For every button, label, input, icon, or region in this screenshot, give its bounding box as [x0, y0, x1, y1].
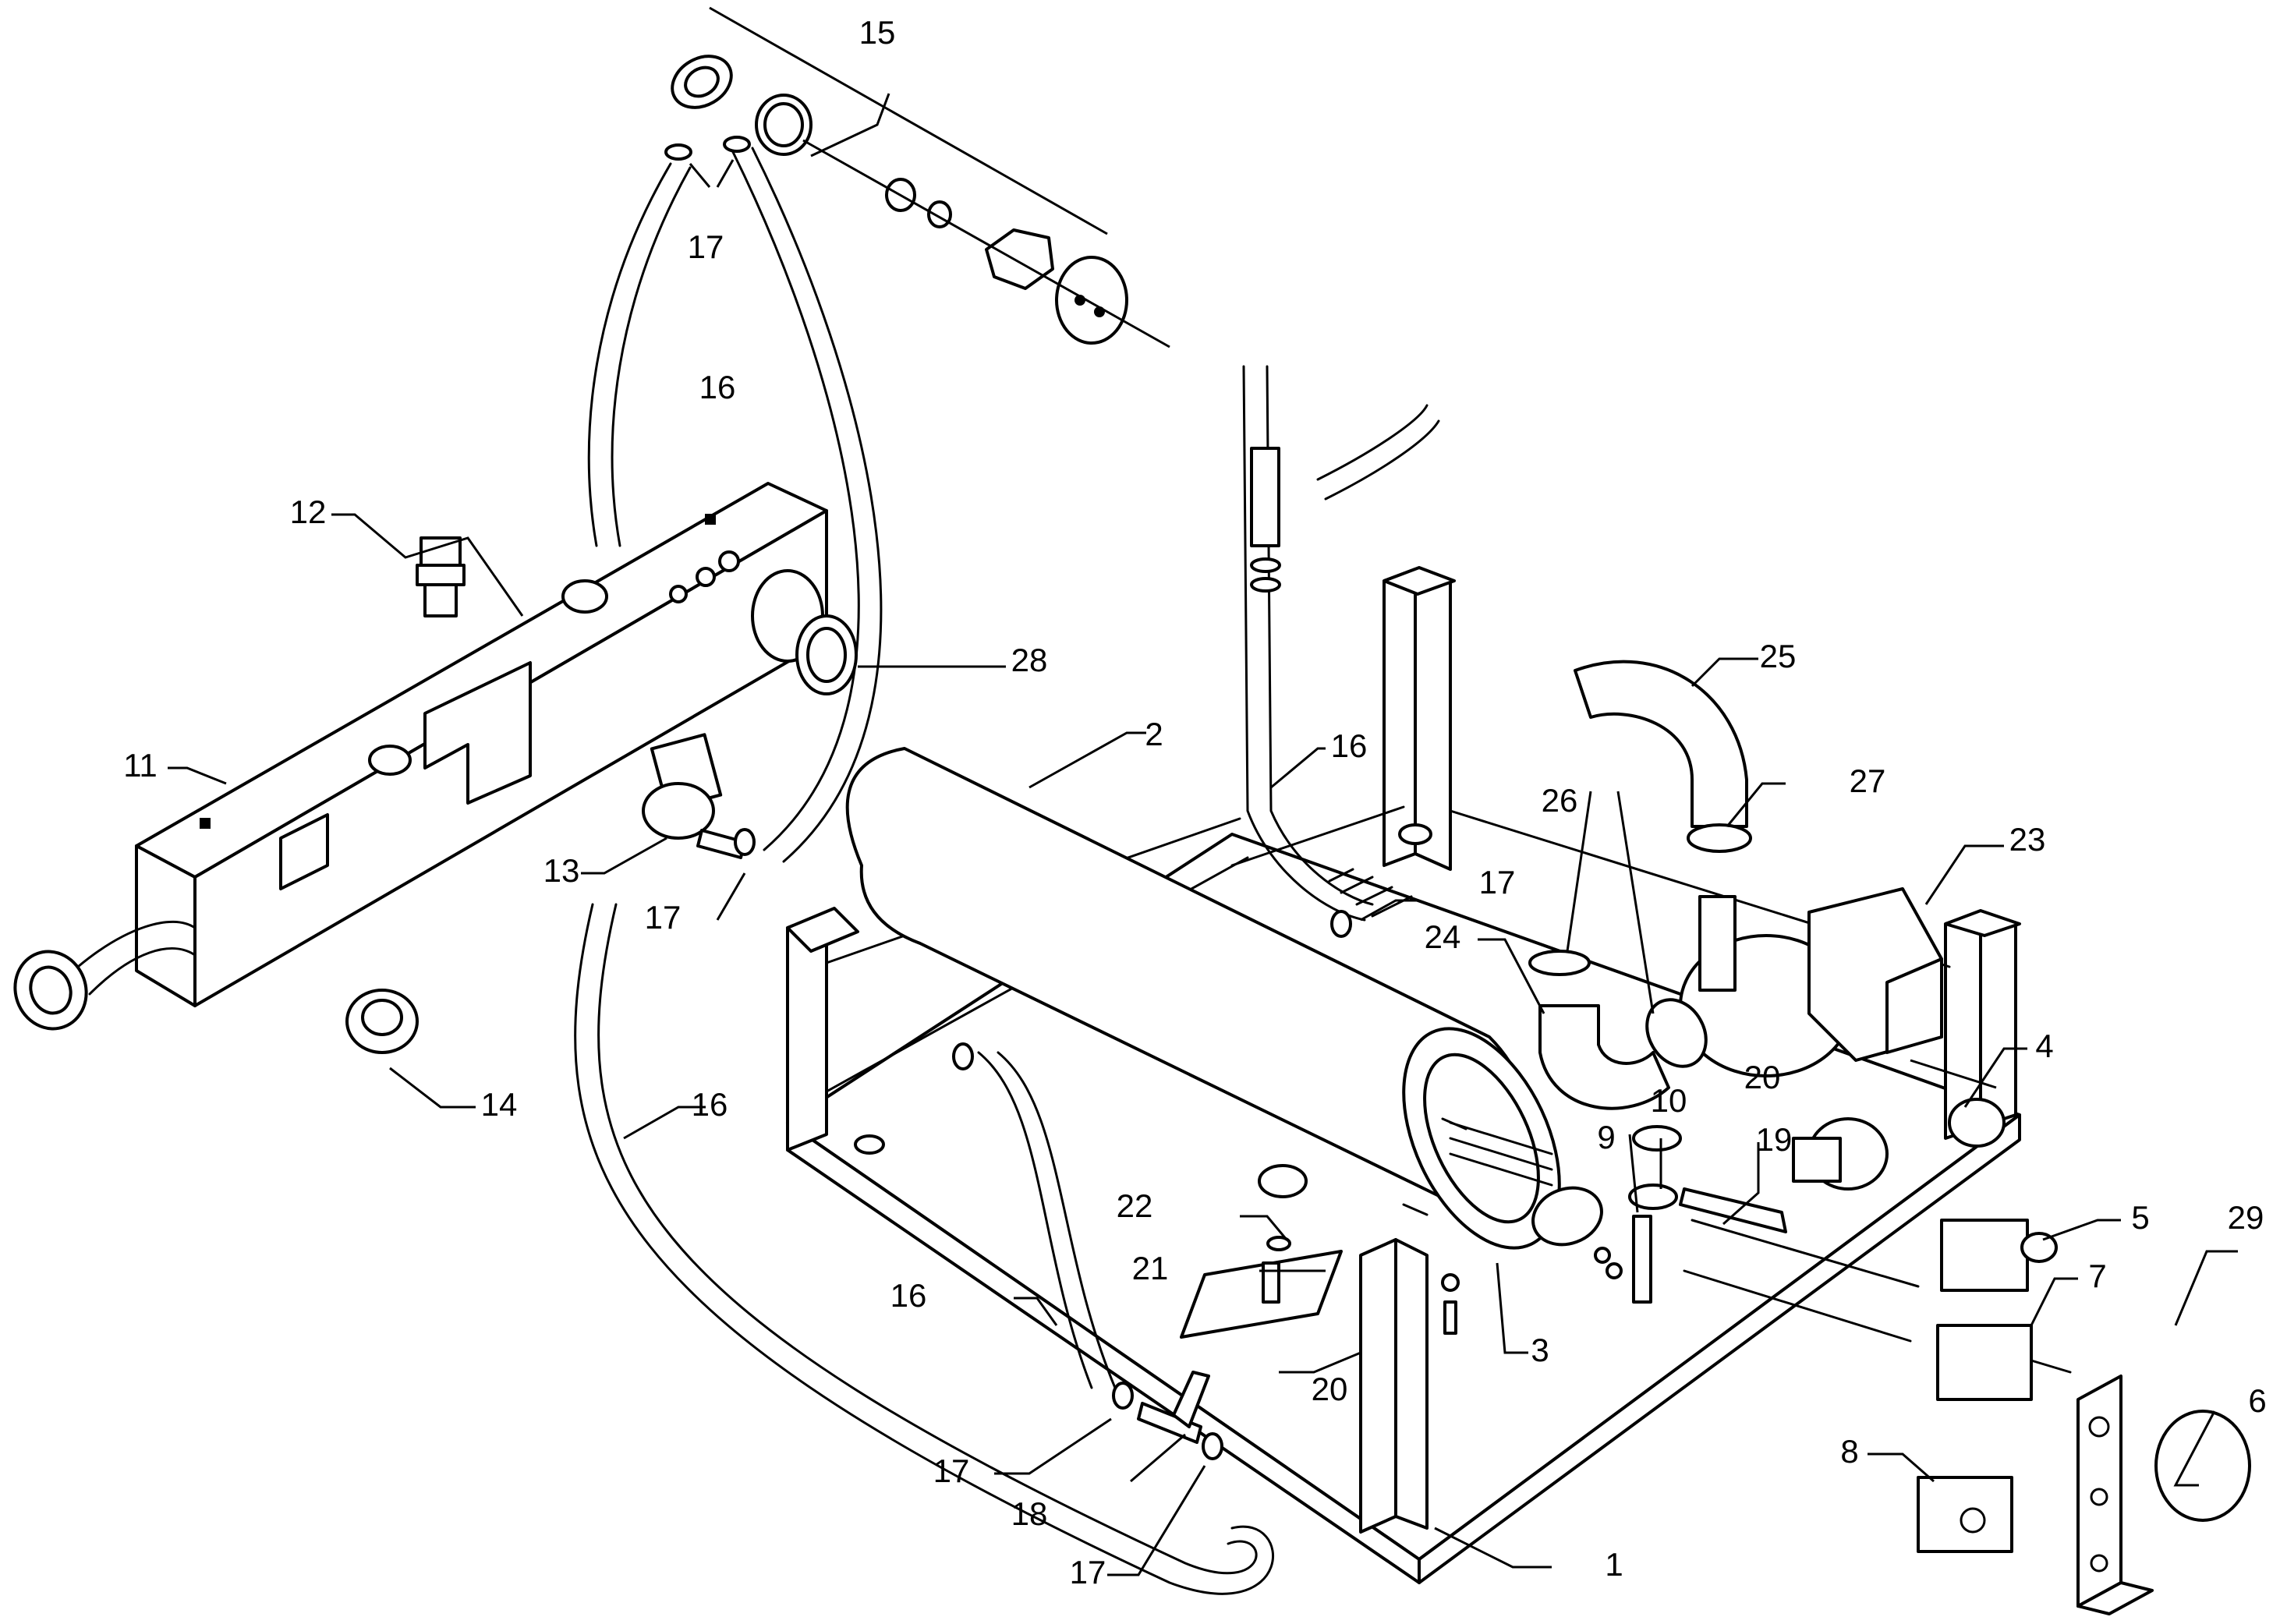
- callout-16-middle: 16: [1331, 727, 1368, 764]
- callout-17-middle: 17: [1479, 864, 1516, 900]
- boiler-tank: [845, 747, 1623, 1335]
- hose-clamp: [1528, 950, 1591, 976]
- fitting-nipple: [416, 536, 466, 617]
- overflow-tube: [1679, 1187, 1787, 1233]
- hose-clamp: [1687, 823, 1752, 853]
- callout-16-left: 16: [692, 1086, 728, 1123]
- callout-1: 1: [1605, 1546, 1623, 1583]
- hex-nut: [985, 228, 1054, 290]
- callout-3: 3: [1531, 1332, 1549, 1368]
- thermostat-7: [1683, 1269, 2072, 1401]
- callout-22: 22: [1117, 1187, 1153, 1224]
- callout-16-bottom: 16: [890, 1277, 927, 1314]
- control-panel-bar: [135, 482, 828, 1007]
- callout-29: 29: [2228, 1199, 2264, 1236]
- pressure-switch: [1792, 1098, 2006, 1191]
- end-cap: [1055, 256, 1128, 345]
- callout-2: 2: [1145, 716, 1163, 752]
- drain-elbow: [1538, 1004, 1670, 1110]
- flange-plate: [1423, 1053, 1540, 1224]
- inlet-fitting-assembly: [671, 6, 1170, 349]
- panel-hole: [561, 579, 608, 614]
- callout-6: 6: [2248, 1382, 2266, 1419]
- callout-26: 26: [1542, 782, 1578, 819]
- callout-9: 9: [1597, 1119, 1615, 1155]
- leader-lines: [168, 93, 2238, 1576]
- heating-element: [1441, 1121, 1623, 1335]
- callout-24: 24: [1425, 918, 1461, 955]
- callout-labels: 1 2 3 4 5 6 7 8 9 10 11 12 13 14 15 16 1…: [123, 14, 2266, 1590]
- callout-17-bottom: 17: [1070, 1554, 1106, 1590]
- label-plate: [279, 813, 329, 890]
- t-junction: [1250, 447, 1280, 547]
- components: [13, 136, 2251, 1615]
- callout-16-top: 16: [699, 369, 736, 405]
- callout-23: 23: [2009, 821, 2046, 858]
- flex-drain-hose: [1574, 660, 1748, 828]
- callout-19: 19: [1756, 1121, 1793, 1158]
- mount-foot: [854, 1134, 885, 1155]
- callout-27: 27: [1850, 762, 1886, 799]
- drain-tube: [1632, 1215, 1652, 1304]
- control-knob: [2154, 1410, 2251, 1522]
- callout-18: 18: [1011, 1495, 1048, 1532]
- callout-12: 12: [290, 494, 327, 530]
- callout-7: 7: [2088, 1258, 2106, 1294]
- panel-hole: [368, 745, 412, 776]
- bolt: [1262, 1261, 1280, 1304]
- solenoid-valve: [642, 733, 746, 859]
- callout-15: 15: [859, 14, 896, 51]
- hose-connector: [13, 920, 419, 1054]
- callout-17-top: 17: [688, 228, 724, 265]
- thermostat-5: [1691, 1219, 2058, 1292]
- washer: [1266, 1236, 1291, 1251]
- callout-11: 11: [123, 747, 158, 784]
- callout-21: 21: [1132, 1250, 1169, 1286]
- callout-28: 28: [1011, 642, 1048, 678]
- callout-10: 10: [1651, 1082, 1687, 1119]
- callout-20-right: 20: [1744, 1059, 1781, 1095]
- thermostat-8: [1917, 1476, 2013, 1553]
- callout-5: 5: [2131, 1199, 2149, 1236]
- callout-17-valve: 17: [645, 899, 682, 936]
- mount-foot: [1398, 823, 1432, 845]
- callout-8: 8: [1840, 1433, 1858, 1470]
- callout-17-bottom-left: 17: [933, 1452, 970, 1489]
- callout-20-bottom: 20: [1312, 1371, 1348, 1407]
- callout-4: 4: [2035, 1028, 2053, 1064]
- callout-14: 14: [481, 1086, 518, 1123]
- drain-pump: [1645, 887, 1943, 1077]
- callout-13: 13: [543, 852, 580, 889]
- callout-25: 25: [1760, 638, 1797, 674]
